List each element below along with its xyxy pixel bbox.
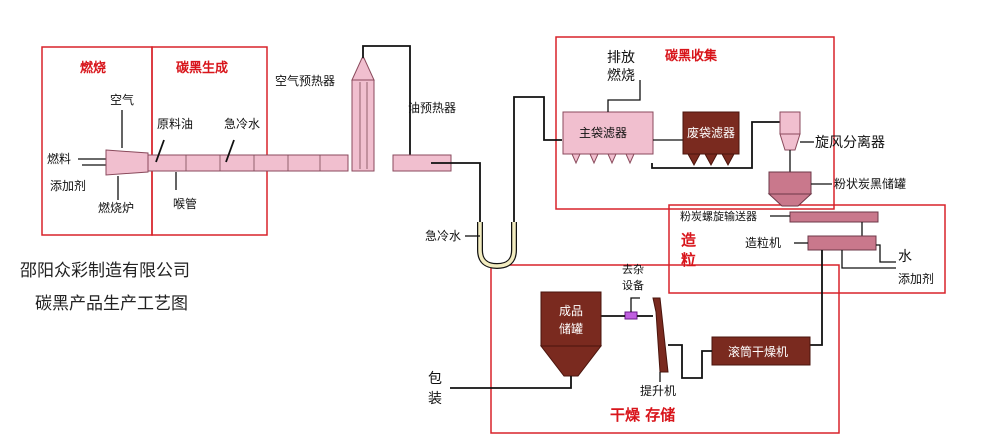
label-screw-conveyor: 粉炭螺旋输送器 bbox=[680, 209, 757, 223]
waste-filter-bag-3 bbox=[721, 153, 735, 167]
main-filter-bag-1 bbox=[571, 153, 581, 165]
zone-drying-storage-title: 干燥 存储 bbox=[610, 406, 675, 424]
zone-granulation-title-1: 造 bbox=[681, 231, 696, 249]
air-preheater bbox=[351, 79, 375, 172]
waste-bag-filter bbox=[682, 111, 740, 155]
bucket-elevator bbox=[652, 297, 669, 373]
screw-conveyor bbox=[789, 211, 879, 223]
zone-generation-box bbox=[151, 46, 268, 236]
powder-carbon-tank bbox=[768, 171, 812, 195]
reactor-tube bbox=[147, 154, 349, 172]
waste-filter-bag-2 bbox=[704, 153, 718, 167]
powder-tank-cone bbox=[767, 193, 813, 207]
label-packaging-2: 装 bbox=[428, 391, 442, 407]
granulator-to-dryer bbox=[810, 250, 823, 346]
zone-granulation-box bbox=[668, 204, 946, 294]
cyclone-cone bbox=[779, 133, 801, 151]
label-product-tank-1: 成品 bbox=[559, 304, 583, 318]
label-burner: 燃烧炉 bbox=[98, 200, 134, 215]
water-inlet bbox=[876, 244, 896, 263]
label-air-preheater: 空气预热器 bbox=[275, 73, 335, 88]
label-cyclone: 旋风分离器 bbox=[815, 134, 885, 151]
impurity-leader bbox=[630, 297, 640, 312]
feedstock-injector bbox=[155, 139, 165, 163]
smoke-pipe-3 bbox=[513, 96, 562, 222]
label-elevator: 提升机 bbox=[640, 383, 676, 398]
label-impurity-1: 去杂 bbox=[622, 263, 644, 276]
label-exhaust-2: 燃烧 bbox=[607, 67, 635, 84]
cyclone-separator bbox=[779, 111, 801, 135]
quench-injector bbox=[225, 139, 235, 163]
label-granulator: 造粒机 bbox=[745, 235, 781, 250]
label-quench-water-top: 急冷水 bbox=[224, 116, 260, 131]
label-fuel: 燃料 bbox=[47, 151, 71, 166]
zone-generation-title: 碳黑生成 bbox=[176, 60, 228, 76]
smoke-pipe-2 bbox=[431, 162, 481, 222]
label-powder-tank: 粉状炭黑储罐 bbox=[834, 176, 906, 191]
label-throat: 喉管 bbox=[173, 196, 197, 211]
smoke-pipe-1 bbox=[362, 45, 411, 155]
granulator bbox=[807, 235, 877, 251]
air-preheater-cap bbox=[351, 57, 375, 81]
zone-collection-title: 碳黑收集 bbox=[665, 48, 718, 64]
quench-u-tube bbox=[477, 222, 517, 270]
burner bbox=[105, 149, 149, 176]
collection-pipe bbox=[651, 121, 780, 169]
exhaust-pipe bbox=[607, 80, 641, 112]
zone-combustion-title: 燃烧 bbox=[80, 60, 106, 76]
zone-granulation-title-2: 粒 bbox=[681, 251, 696, 269]
label-quench-water: 急冷水 bbox=[425, 228, 461, 243]
quench-u-tube-inner bbox=[478, 222, 516, 268]
rotary-dryer bbox=[711, 336, 811, 366]
label-impurity-2: 设备 bbox=[622, 278, 644, 292]
dryer-to-elevator bbox=[668, 344, 712, 379]
label-water: 水 bbox=[898, 249, 912, 265]
product-storage-tank bbox=[540, 291, 602, 347]
zone-collection-box bbox=[555, 36, 835, 210]
label-oil-preheater: 油预热器 bbox=[408, 101, 456, 115]
diagram-subtitle: 碳黑产品生产工艺图 bbox=[35, 294, 188, 314]
label-product-tank-2: 储罐 bbox=[559, 321, 583, 336]
product-tank-cone bbox=[539, 345, 603, 377]
label-rotary-dryer: 滚筒干燥机 bbox=[728, 344, 788, 359]
main-filter-bag-3 bbox=[607, 153, 617, 165]
label-additive-in: 添加剂 bbox=[50, 178, 86, 193]
label-additive: 添加剂 bbox=[898, 271, 934, 286]
label-packaging-1: 包 bbox=[428, 371, 442, 387]
zone-drying-storage-box bbox=[490, 264, 840, 434]
main-filter-bag-2 bbox=[589, 153, 599, 165]
label-feedstock-oil: 原料油 bbox=[157, 117, 193, 131]
label-air: 空气 bbox=[110, 92, 134, 107]
waste-filter-bag-1 bbox=[687, 153, 701, 167]
packaging-line bbox=[450, 376, 572, 389]
label-main-bag-filter: 主袋滤器 bbox=[579, 126, 627, 140]
label-exhaust-1: 排放 bbox=[607, 50, 635, 66]
company-name: 邵阳众彩制造有限公司 bbox=[20, 261, 190, 281]
impurity-removal-device bbox=[624, 311, 638, 320]
additive-inlet bbox=[841, 250, 896, 269]
main-filter-bag-4 bbox=[625, 153, 635, 165]
label-waste-bag-filter: 废袋滤器 bbox=[687, 125, 735, 140]
